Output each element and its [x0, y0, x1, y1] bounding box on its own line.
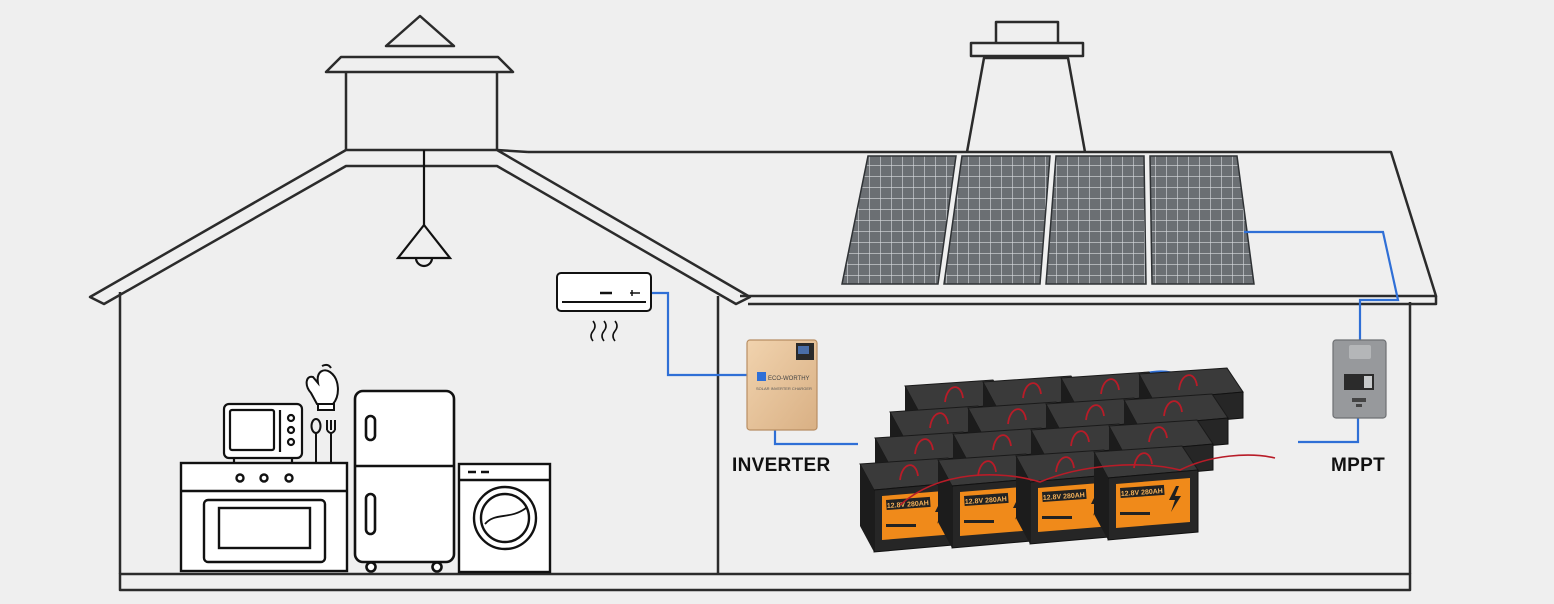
battery-cable: [1070, 430, 1090, 447]
ceiling-lamp-icon: [395, 150, 453, 268]
battery-cable: [992, 434, 1012, 451]
battery-cable: [1007, 408, 1027, 425]
house-floor: [118, 572, 1412, 592]
battery-cable: [1085, 404, 1105, 421]
refrigerator-icon: [353, 389, 456, 573]
inverter-unit: ECO-WORTHY SOLAR INVERTER CHARGER: [746, 339, 818, 431]
solar-panel: [1045, 155, 1147, 285]
cupola: [324, 55, 515, 150]
battery-cable: [899, 464, 919, 481]
battery-cable: [1163, 400, 1183, 417]
inverter-subtitle: SOLAR INVERTER CHARGER: [756, 386, 812, 391]
wire-panel-to-mppt: [1244, 230, 1400, 340]
mppt-controller: [1332, 339, 1387, 419]
battery-cable: [1133, 452, 1153, 469]
oven-mitt-icon: [305, 363, 339, 411]
solar-panel-array: [841, 155, 1255, 285]
house-outline: [88, 14, 1438, 592]
utensils-icon: [310, 418, 336, 462]
right-roof: [528, 150, 1438, 298]
microwave-icon: [222, 402, 304, 463]
cupola-top: [384, 14, 456, 48]
battery-cable: [914, 438, 934, 455]
inverter-label: INVERTER: [732, 455, 831, 476]
battery-cable: [1022, 382, 1042, 399]
chimney: [965, 20, 1087, 153]
battery-cable: [929, 412, 949, 429]
stove-oven-icon: [179, 461, 349, 573]
left-gable-roof: [88, 148, 752, 306]
washing-machine-icon: [457, 462, 552, 574]
wire-mppt-to-battery: [1298, 418, 1360, 444]
battery-cable: [1100, 378, 1120, 395]
battery-series-cable: [899, 454, 1276, 506]
battery-cable: [944, 386, 964, 403]
wire-ac-to-inverter: [651, 291, 748, 377]
solar-panel: [1149, 155, 1255, 285]
solar-panel: [841, 155, 957, 285]
solar-panel: [943, 155, 1051, 285]
battery-label: 12.8V 280AH: [1043, 492, 1085, 502]
mppt-label: MPPT: [1331, 455, 1385, 476]
battery-cable: [977, 460, 997, 477]
battery-cable: [1148, 426, 1168, 443]
inverter-brand: ECO-WORTHY: [768, 376, 810, 382]
wire-inverter-to-battery: [773, 430, 858, 446]
battery-module: 12.8V 280AH: [1093, 445, 1199, 541]
battery-label: 12.8V 280AH: [965, 496, 1007, 506]
lightning-icon: [1169, 486, 1181, 512]
battery-label: 12.8V 280AH: [887, 500, 929, 510]
battery-cable: [1178, 374, 1198, 391]
battery-label: 12.8V 280AH: [1121, 488, 1163, 498]
battery-bank: 12.8V 280AH 12.8V 280AH 12.8V 280AH 12.8V 2…: [859, 367, 1276, 553]
inverter-display: [798, 346, 809, 354]
air-conditioner-icon: [556, 272, 652, 342]
battery-cable: [1055, 456, 1075, 473]
